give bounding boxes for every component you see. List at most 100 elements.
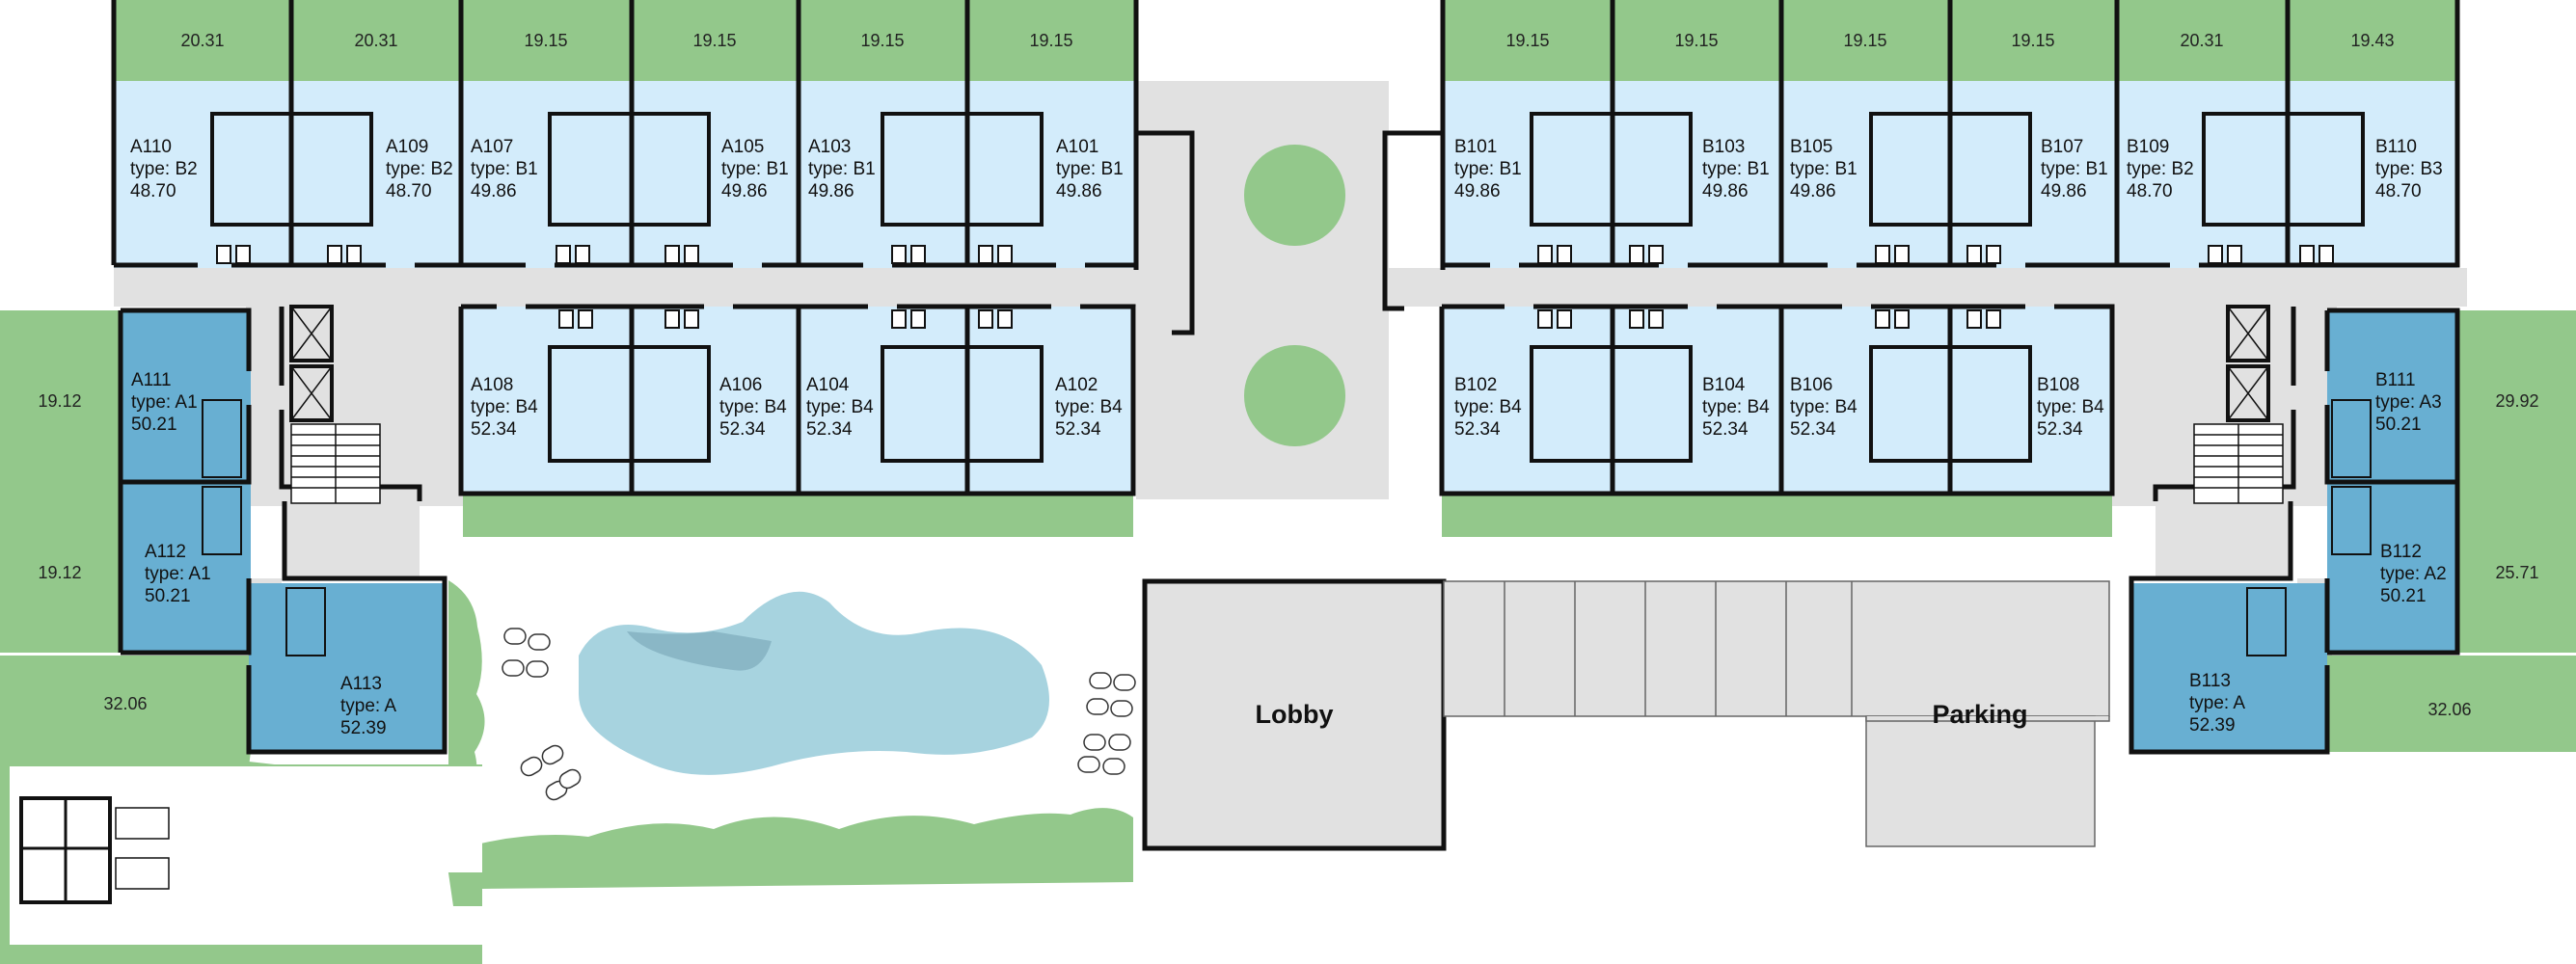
unit-area: 50.21 bbox=[145, 586, 191, 606]
bathroom-fixtures bbox=[202, 245, 2372, 656]
unit-type: type: A1 bbox=[145, 564, 211, 584]
unit-area: 52.34 bbox=[2037, 419, 2083, 440]
terrace-top-a-4: 19.15 bbox=[692, 31, 736, 50]
terrace-top-a-5: 19.15 bbox=[860, 31, 904, 50]
unit-area: 50.21 bbox=[131, 415, 177, 435]
unit-name: A105 bbox=[721, 137, 764, 157]
terrace-left-2: 19.12 bbox=[38, 563, 81, 582]
unit-type: type: B4 bbox=[1454, 397, 1522, 417]
unit-type: type: A3 bbox=[2375, 392, 2442, 413]
unit-labels-top: A110 type: B2 48.70 A109 type: B2 48.70 … bbox=[130, 137, 2443, 201]
unit-area: 48.70 bbox=[130, 181, 176, 201]
terrace-top-b-5: 20.31 bbox=[2180, 31, 2223, 50]
stairs-left bbox=[289, 305, 381, 504]
unit-type: type: B4 bbox=[719, 397, 787, 417]
unit-area: 48.70 bbox=[386, 181, 432, 201]
unit-type: type: A bbox=[2189, 693, 2245, 713]
unit-type: type: B4 bbox=[1702, 397, 1770, 417]
unit-area: 49.86 bbox=[1702, 181, 1749, 201]
unit-area: 49.86 bbox=[808, 181, 854, 201]
unit-name: A106 bbox=[719, 375, 762, 395]
unit-type: type: B2 bbox=[2127, 159, 2194, 179]
lobby-label: Lobby bbox=[1256, 700, 1334, 729]
unit-type: type: B2 bbox=[386, 159, 453, 179]
terrace-left-1: 19.12 bbox=[38, 391, 81, 411]
stairs-right bbox=[2193, 305, 2284, 504]
unit-name: B102 bbox=[1454, 375, 1497, 395]
unit-type: type: B4 bbox=[1055, 397, 1123, 417]
unit-area: 52.34 bbox=[806, 419, 853, 440]
unit-name: A112 bbox=[145, 542, 186, 562]
loungers bbox=[502, 628, 1136, 801]
unit-name: B101 bbox=[1454, 137, 1497, 157]
unit-area: 49.86 bbox=[1454, 181, 1501, 201]
unit-area: 52.34 bbox=[1702, 419, 1749, 440]
unit-type: type: B1 bbox=[1056, 159, 1124, 179]
unit-name: A102 bbox=[1055, 375, 1098, 395]
unit-area: 49.86 bbox=[2041, 181, 2087, 201]
unit-area: 52.34 bbox=[471, 419, 517, 440]
unit-type: type: B4 bbox=[806, 397, 874, 417]
unit-name: B113 bbox=[2189, 671, 2231, 691]
unit-name: B109 bbox=[2127, 137, 2169, 157]
unit-name: A109 bbox=[386, 137, 428, 157]
unit-name: B112 bbox=[2380, 542, 2422, 562]
terrace-labels: 20.31 20.31 19.15 19.15 19.15 19.15 19.1… bbox=[38, 31, 2538, 719]
unit-labels-side: A111 type: A1 50.21 A112 type: A1 50.21 … bbox=[131, 370, 2447, 738]
terrace-left-3: 32.06 bbox=[103, 694, 147, 713]
unit-name: B108 bbox=[2037, 375, 2079, 395]
unit-name: A113 bbox=[340, 674, 382, 694]
terrace-top-a-2: 20.31 bbox=[354, 31, 397, 50]
terrace-top-b-6: 19.43 bbox=[2350, 31, 2394, 50]
unit-name: B105 bbox=[1790, 137, 1832, 157]
unit-type: type: B3 bbox=[2375, 159, 2443, 179]
terrace-top-a-3: 19.15 bbox=[524, 31, 567, 50]
unit-labels-mid: A108 type: B4 52.34 A106 type: B4 52.34 … bbox=[471, 375, 2104, 440]
terrace-top-a-6: 19.15 bbox=[1029, 31, 1072, 50]
unit-name: A110 bbox=[130, 137, 172, 157]
unit-area: 50.21 bbox=[2380, 586, 2427, 606]
unit-area: 52.34 bbox=[719, 419, 766, 440]
unit-type: type: B1 bbox=[1454, 159, 1522, 179]
lobby-block bbox=[1142, 578, 1447, 851]
unit-name: A107 bbox=[471, 137, 513, 157]
parking-label: Parking bbox=[1932, 700, 2027, 729]
unit-type: type: A2 bbox=[2380, 564, 2447, 584]
unit-type: type: B1 bbox=[808, 159, 876, 179]
terrace-right-3: 32.06 bbox=[2427, 700, 2471, 719]
unit-area: 49.86 bbox=[1790, 181, 1836, 201]
unit-name: B107 bbox=[2041, 137, 2083, 157]
unit-area: 52.34 bbox=[1454, 419, 1501, 440]
unit-name: B106 bbox=[1790, 375, 1832, 395]
unit-type: type: A1 bbox=[131, 392, 198, 413]
unit-name: B110 bbox=[2375, 137, 2417, 157]
unit-type: type: B4 bbox=[2037, 397, 2104, 417]
unit-name: A101 bbox=[1056, 137, 1098, 157]
pool bbox=[579, 591, 1049, 775]
terrace-top-b-3: 19.15 bbox=[1843, 31, 1886, 50]
unit-name: A104 bbox=[806, 375, 850, 395]
unit-name: B103 bbox=[1702, 137, 1745, 157]
unit-type: type: B1 bbox=[471, 159, 538, 179]
unit-area: 52.34 bbox=[1790, 419, 1836, 440]
terrace-top-b-1: 19.15 bbox=[1505, 31, 1549, 50]
unit-type: type: B2 bbox=[130, 159, 198, 179]
unit-area: 52.39 bbox=[2189, 715, 2236, 736]
unit-area: 52.39 bbox=[340, 718, 387, 738]
unit-area: 49.86 bbox=[1056, 181, 1102, 201]
unit-name: B111 bbox=[2375, 370, 2416, 390]
unit-area: 49.86 bbox=[721, 181, 768, 201]
walls bbox=[111, 0, 2460, 755]
unit-name: B104 bbox=[1702, 375, 1746, 395]
unit-area: 50.21 bbox=[2375, 415, 2422, 435]
unit-type: type: A bbox=[340, 696, 396, 716]
unit-area: 48.70 bbox=[2375, 181, 2422, 201]
unit-type: type: B1 bbox=[1702, 159, 1770, 179]
unit-type: type: B1 bbox=[1790, 159, 1857, 179]
unit-name: A108 bbox=[471, 375, 513, 395]
terrace-right-2: 25.71 bbox=[2495, 563, 2538, 582]
terrace-top-a-1: 20.31 bbox=[180, 31, 224, 50]
unit-type: type: B1 bbox=[2041, 159, 2108, 179]
parking-block bbox=[1443, 580, 2110, 847]
